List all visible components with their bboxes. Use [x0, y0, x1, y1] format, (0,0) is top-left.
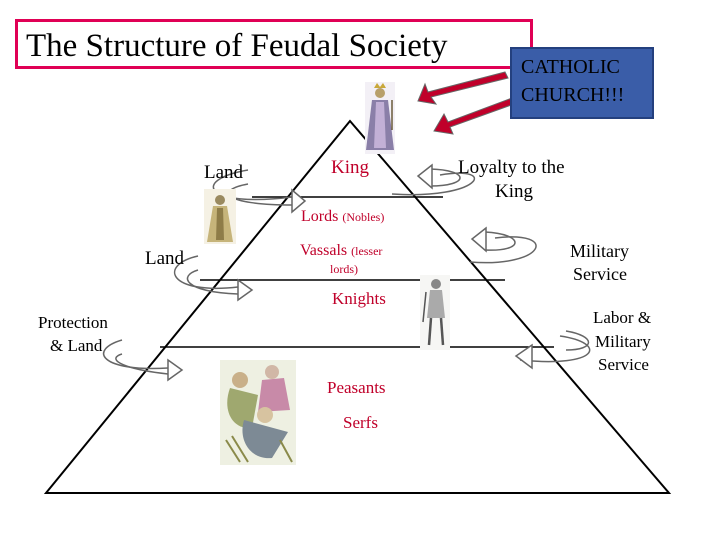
left-arrow-3-head [167, 358, 184, 382]
label-protection-2: & Land [50, 336, 103, 355]
church-label-line-1: CATHOLIC [521, 56, 620, 78]
level-lords-note: (Nobles) [342, 210, 385, 224]
label-loyalty-1: Loyalty to the [458, 157, 565, 178]
peasants-figure-icon [220, 360, 296, 465]
level-knights: Knights [332, 289, 386, 308]
page-title: The Structure of Feudal Society [26, 28, 448, 64]
church-label-line-2: CHURCH!!! [521, 84, 625, 106]
label-protection-1: Protection [38, 313, 108, 332]
level-vassals: Vassals (lesser [300, 242, 382, 260]
label-labor-2: Military [595, 332, 651, 351]
knight-figure-icon [420, 275, 450, 350]
church-arrow-2 [433, 97, 515, 135]
right-arrow-2-head [470, 226, 487, 253]
level-serfs: Serfs [343, 413, 378, 432]
right-arrow-3-head [514, 343, 533, 370]
label-labor-1: Labor & [593, 308, 652, 327]
pyramid-outline [43, 119, 672, 494]
right-arrow-1-head [416, 163, 433, 190]
level-lords: Lords (Nobles) [301, 208, 384, 226]
label-land-1: Land [204, 162, 244, 183]
label-military-1: Military [570, 241, 629, 261]
church-arrow-1 [417, 71, 509, 105]
level-lords-label: Lords [301, 208, 339, 225]
right-arrow-3 [519, 330, 591, 363]
level-peasants: Peasants [327, 378, 386, 397]
right-arrow-2 [469, 231, 537, 264]
label-land-2: Land [145, 248, 185, 269]
title-box: The Structure of Feudal Society [15, 19, 533, 69]
level-vassals-label: Vassals [300, 242, 348, 259]
left-arrow-2 [174, 255, 239, 295]
label-military-2: Service [573, 264, 627, 284]
left-arrow-1-head [291, 188, 307, 214]
right-arrow-1 [391, 168, 475, 196]
level-vassals-note-1: (lesser [351, 244, 383, 258]
lord-figure-icon [204, 189, 236, 244]
level-vassals-note-2: lords) [330, 262, 358, 276]
left-arrow-3 [102, 339, 169, 375]
left-arrow-2-head [237, 278, 254, 302]
label-loyalty-2: King [495, 181, 533, 202]
label-labor-3: Service [598, 355, 649, 374]
church-box: CATHOLIC CHURCH!!! [510, 47, 654, 119]
king-figure-icon [365, 82, 395, 154]
level-king: King [331, 157, 369, 178]
